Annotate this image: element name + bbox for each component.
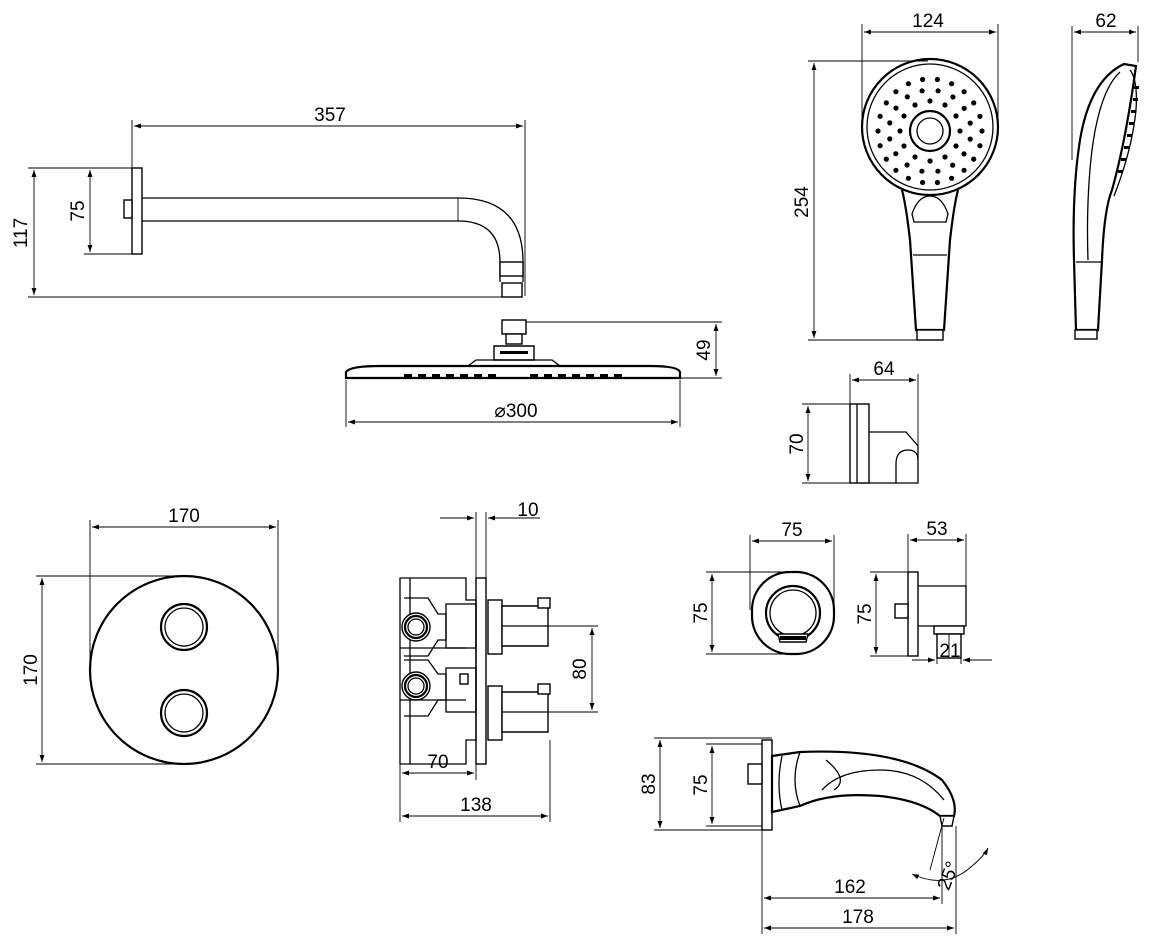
nozzle-dot <box>971 100 977 106</box>
dim-arm-height: 117 <box>11 218 32 248</box>
wall-outlet-front-view: 75 75 <box>691 520 836 656</box>
wall-holder-view: 64 70 <box>787 359 919 484</box>
nozzle-dot <box>901 113 907 119</box>
nozzle-dot <box>905 81 912 87</box>
nozzle-dot <box>953 143 959 149</box>
wall-outlet-side-view: 53 75 21 <box>855 519 992 664</box>
nozzle-dot <box>877 113 883 119</box>
dim-head-height: 49 <box>694 339 715 360</box>
dim-spout-reach-short: 162 <box>834 877 866 898</box>
dim-holder-depth: 64 <box>873 359 895 380</box>
dim-hand-depth: 62 <box>1095 11 1116 32</box>
dim-arm-length: 357 <box>314 105 346 126</box>
nozzle-dot <box>934 76 941 83</box>
nozzle-dot <box>977 143 983 149</box>
valve-body-view: 10 80 70 138 <box>399 500 598 822</box>
dim-valve-total: 138 <box>460 795 492 816</box>
nozzle-dot <box>904 94 910 100</box>
nozzle-dot <box>897 128 903 134</box>
nozzle-dot <box>893 151 899 157</box>
nozzle-dot <box>883 100 889 106</box>
nozzle-dot <box>957 128 963 134</box>
dim-holder-height: 70 <box>787 433 808 454</box>
dim-valve-plate: 10 <box>517 500 538 521</box>
nozzle-dot <box>961 151 967 157</box>
nozzle-dot <box>961 105 967 111</box>
dim-spout-reach: 178 <box>842 907 874 928</box>
nozzle-dot <box>919 168 925 174</box>
dim-elbow-outlet: 21 <box>939 641 960 662</box>
dim-elbow-depth: 53 <box>926 519 947 540</box>
nozzle-dot <box>912 154 918 160</box>
nozzle-dot <box>977 113 983 119</box>
nozzle-dot <box>905 175 912 181</box>
trim-plate-view: 170 170 <box>21 506 280 766</box>
dim-outlet-height: 75 <box>691 602 712 623</box>
nozzle-dot <box>927 158 933 164</box>
nozzle-dot <box>912 102 918 108</box>
nozzle-dot <box>875 128 881 134</box>
dim-plate-height: 170 <box>21 654 42 686</box>
nozzle-dot <box>920 76 926 83</box>
head-nozzles <box>404 374 622 377</box>
nozzle-dot <box>935 88 941 94</box>
nozzle-dot <box>971 156 977 162</box>
nozzle-dot <box>942 154 948 160</box>
dim-spout-height-total: 83 <box>639 773 660 794</box>
nozzle-dot <box>953 113 959 119</box>
dim-hand-length: 254 <box>792 186 813 218</box>
shower-arm-view: 357 117 75 <box>11 105 526 298</box>
nozzle-dot <box>901 143 907 149</box>
dim-outlet-width: 75 <box>781 520 802 541</box>
dim-spout-angle: 25° <box>934 859 964 894</box>
nozzle-dot <box>950 162 956 168</box>
nozzle-dot <box>967 136 973 142</box>
nozzle-dot <box>877 143 883 149</box>
dim-head-diameter: ⌀300 <box>494 401 537 422</box>
nozzle-dot <box>887 120 893 126</box>
nozzle-dot <box>961 89 967 95</box>
nozzle-dot <box>919 88 925 94</box>
nozzle-dot <box>935 168 941 174</box>
nozzle-dot <box>920 179 926 186</box>
bath-spout-view: 83 75 162 178 25° <box>639 737 989 934</box>
dim-plate-width: 170 <box>168 506 200 527</box>
shower-head-view: 49 ⌀300 <box>344 319 722 427</box>
nozzle-dot <box>904 162 910 168</box>
hand-shower-front-view: 124 254 <box>792 11 1000 341</box>
nozzle-dot <box>893 105 899 111</box>
dim-valve-body: 70 <box>427 752 448 773</box>
nozzle-dot <box>927 98 933 104</box>
nozzle-dot <box>950 94 956 100</box>
nozzle-dot <box>934 179 941 186</box>
nozzle-dot <box>949 81 955 87</box>
dim-hand-width: 124 <box>912 11 944 32</box>
dim-spout-flange: 75 <box>691 774 712 795</box>
nozzle-dot <box>979 128 985 134</box>
nozzle-dot <box>893 167 899 173</box>
side-nozzles <box>1118 86 1139 173</box>
dim-valve-spacing: 80 <box>570 658 591 679</box>
nozzle-dot <box>961 167 967 173</box>
nozzle-dot <box>942 102 948 108</box>
spray-nozzles <box>875 76 985 186</box>
hand-shower-side-view: 62 <box>1071 11 1139 340</box>
nozzle-dot <box>949 175 955 181</box>
nozzle-dot <box>967 120 973 126</box>
nozzle-dot <box>893 89 899 95</box>
dim-arm-flange: 75 <box>68 200 89 221</box>
nozzle-dot <box>887 136 893 142</box>
nozzle-dot <box>883 156 889 162</box>
dim-elbow-height: 75 <box>855 603 876 624</box>
